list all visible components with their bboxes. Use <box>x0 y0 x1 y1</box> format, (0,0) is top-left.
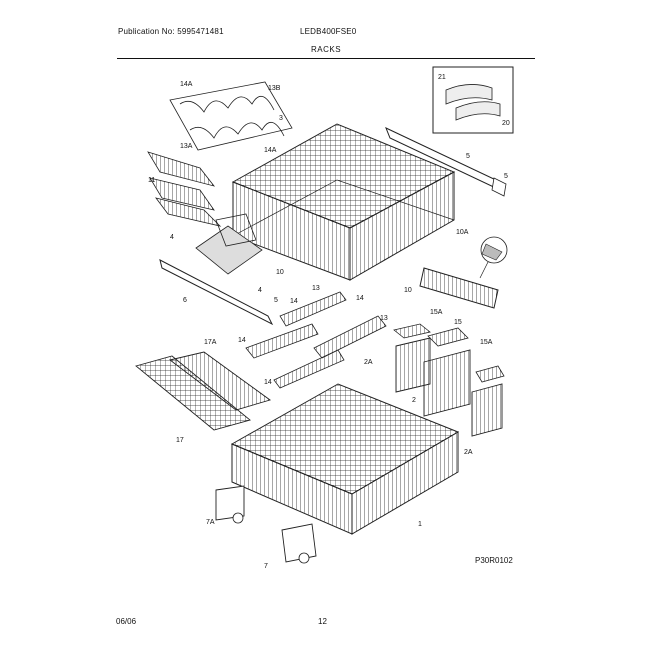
page-number: 12 <box>318 617 327 626</box>
callout-7: 7 <box>264 563 268 570</box>
callout-14-a: 14 <box>290 298 298 305</box>
rack-rail-right <box>385 127 507 197</box>
rack-wheels <box>215 485 317 564</box>
callout-5-c: 5 <box>274 297 278 304</box>
upper-rack <box>231 123 456 281</box>
callout-13B: 13B <box>268 85 281 92</box>
part-callouts: 14A 13B 3 13A 14A 11 21 20 5 5 4 10 4 6 … <box>148 74 510 570</box>
callout-14A-top: 14A <box>180 81 193 88</box>
callout-10-right: 10 <box>404 287 412 294</box>
callout-15A-b: 15A <box>480 339 493 346</box>
callout-13-b: 13 <box>380 315 388 322</box>
callout-14-d: 14 <box>264 379 272 386</box>
header-divider <box>117 58 535 59</box>
callout-15A-a: 15A <box>430 309 443 316</box>
callout-17A: 17A <box>204 339 217 346</box>
lower-rack <box>230 383 460 535</box>
callout-14A-mid: 14A <box>264 147 277 154</box>
callout-13A: 13A <box>180 143 193 150</box>
callout-6: 6 <box>183 297 187 304</box>
callout-3: 3 <box>279 115 283 122</box>
callout-14-c: 14 <box>238 337 246 344</box>
rack-rail-left <box>159 213 274 326</box>
silverware-basket <box>393 323 505 437</box>
callout-2A-a: 2A <box>364 359 373 366</box>
callout-10-left: 10 <box>276 269 284 276</box>
callout-7A: 7A <box>206 519 215 526</box>
folding-tine-rows <box>245 291 387 389</box>
callout-10A: 10A <box>456 229 469 236</box>
cup-shelf <box>135 351 272 431</box>
callout-20: 20 <box>502 120 510 127</box>
upper-tine-clip-assembly <box>169 81 293 151</box>
callout-1: 1 <box>418 521 422 528</box>
footer-date: 06/06 <box>116 617 137 626</box>
callout-2: 2 <box>412 397 416 404</box>
callout-21: 21 <box>438 74 446 81</box>
callout-17: 17 <box>176 437 184 444</box>
inset-detail-box <box>432 66 514 134</box>
callout-14-b: 14 <box>356 295 364 302</box>
figure-code: P30R0102 <box>475 556 513 565</box>
callout-5-a: 5 <box>466 153 470 160</box>
callout-2A-b: 2A <box>464 449 473 456</box>
section-title: RACKS <box>311 45 342 54</box>
callout-13-a: 13 <box>312 285 320 292</box>
model-number: LEDB400FSE0 <box>300 27 357 36</box>
publication-number: Publication No: 5995471481 <box>118 27 224 36</box>
callout-11: 11 <box>148 177 155 184</box>
callout-4-a: 4 <box>170 234 174 241</box>
callout-5-b: 5 <box>504 173 508 180</box>
callout-4-b: 4 <box>258 287 262 294</box>
rack-adjuster-right <box>419 236 508 309</box>
callout-15: 15 <box>454 319 462 326</box>
tine-row-parts <box>147 151 222 227</box>
